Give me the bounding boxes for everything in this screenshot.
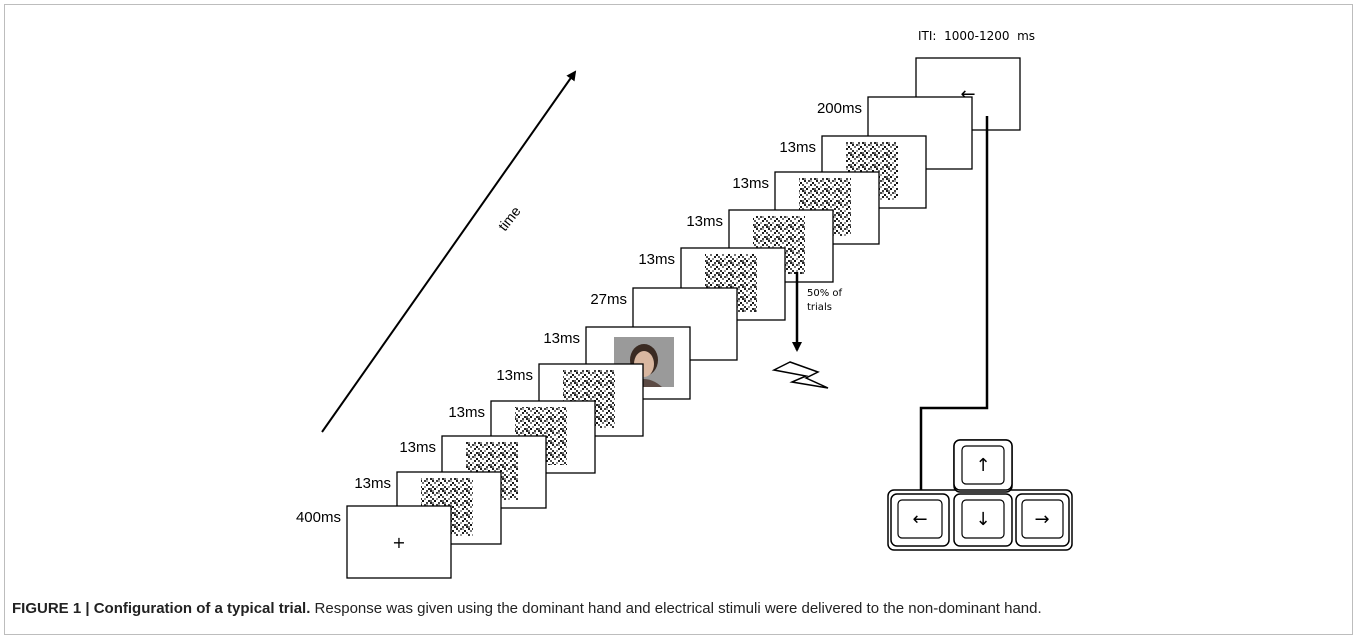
iti-label: ITI: 1000-1200 ms xyxy=(918,29,1035,43)
key-right: → xyxy=(1015,493,1070,547)
response-line xyxy=(916,116,989,508)
stimulus-frame-1: +400ms xyxy=(296,505,452,579)
duration-label: 200ms xyxy=(817,100,862,117)
shock-note-line1: 50% of xyxy=(807,288,843,299)
figure-caption: FIGURE 1 | Configuration of a typical tr… xyxy=(12,600,1342,617)
lightning-bolt-icon xyxy=(771,361,829,389)
duration-label: 13ms xyxy=(638,251,675,268)
duration-label: 13ms xyxy=(448,404,485,421)
arrow-down-icon: ↓ xyxy=(975,509,990,530)
key-left: ← xyxy=(890,493,950,547)
trial-diagram: time ← 200ms 13ms 13ms 13ms 13ms 27ms 13ms 13ms 1… xyxy=(296,29,1073,579)
duration-label: 27ms xyxy=(590,291,627,308)
time-label: time xyxy=(495,203,524,234)
time-arrow xyxy=(321,70,577,433)
duration-label: 13ms xyxy=(732,175,769,192)
frames-stack: ← 200ms 13ms 13ms 13ms 13ms 27ms 13ms 13ms 13ms 13… xyxy=(296,57,1021,579)
shock-note-line2: trials xyxy=(807,302,832,313)
figure-frame xyxy=(4,4,1353,635)
duration-label: 13ms xyxy=(496,367,533,384)
arrow-right-icon: → xyxy=(1034,509,1049,530)
caption-text: Response was given using the dominant ha… xyxy=(310,600,1042,617)
arrow-keys: ↑ ← ↓ → xyxy=(887,439,1073,551)
key-up: ↑ xyxy=(953,439,1013,491)
duration-label: 13ms xyxy=(399,439,436,456)
duration-label: 13ms xyxy=(779,139,816,156)
duration-label: 13ms xyxy=(543,330,580,347)
arrow-left-icon: ← xyxy=(912,509,927,530)
duration-label: 400ms xyxy=(296,509,341,526)
fixation-cross: + xyxy=(392,533,405,552)
duration-label: 13ms xyxy=(354,475,391,492)
key-down: ↓ xyxy=(953,493,1013,547)
duration-label: 13ms xyxy=(686,213,723,230)
caption-title: FIGURE 1 | Configuration of a typical tr… xyxy=(12,600,311,617)
arrow-up-icon: ↑ xyxy=(975,455,990,476)
